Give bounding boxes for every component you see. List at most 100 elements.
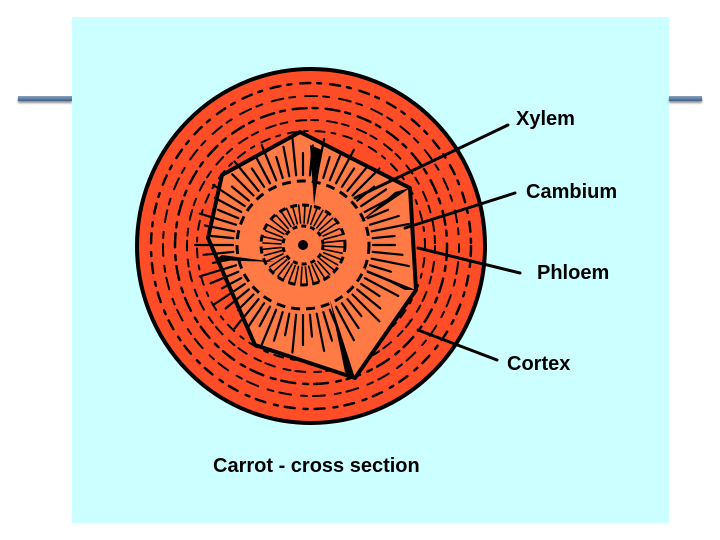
xylem-ray xyxy=(263,249,283,257)
vascular-ray xyxy=(328,151,343,182)
xylem-ray xyxy=(280,210,292,228)
xylem-ray xyxy=(313,209,324,227)
vascular-ray xyxy=(370,257,410,268)
label-phloem: Phloem xyxy=(537,262,610,284)
vascular-ray xyxy=(346,166,368,192)
vascular-ray xyxy=(360,188,388,208)
xylem-ray xyxy=(268,256,286,268)
diagram-caption: Carrot - cross section xyxy=(213,455,420,477)
vascular-ray xyxy=(198,264,238,278)
vascular-ray xyxy=(212,183,246,208)
vascular-ray xyxy=(236,293,255,312)
xylem-ray xyxy=(262,246,282,251)
vascular-ray xyxy=(346,298,363,318)
vascular-ray xyxy=(202,250,235,256)
xylem-ray xyxy=(271,219,287,232)
xylem-ray xyxy=(304,266,309,286)
xylem-ray xyxy=(293,265,300,285)
slide-rule-left xyxy=(18,96,72,101)
vascular-ray xyxy=(198,212,238,226)
xylem-ray xyxy=(265,253,284,263)
xylem-ray xyxy=(307,265,315,285)
xylem-ray xyxy=(267,224,285,235)
vascular-ray xyxy=(209,270,240,285)
vascular-ray xyxy=(363,276,400,297)
label-cambium: Cambium xyxy=(526,181,618,203)
vascular-ray xyxy=(370,222,410,233)
xylem-ray xyxy=(319,257,335,271)
vascular-ray xyxy=(220,276,243,290)
vascular-ray xyxy=(315,312,326,352)
xylem-ray xyxy=(323,233,343,241)
xylem-ray xyxy=(291,205,299,225)
vascular-ray xyxy=(351,167,381,197)
label-xylem: Xylem xyxy=(516,108,575,130)
vascular-ray xyxy=(216,208,240,220)
xylem-ray xyxy=(272,258,288,273)
vascular-ray xyxy=(308,313,314,338)
leader-line-cortex xyxy=(416,328,499,362)
xylem-ray xyxy=(318,217,334,231)
vascular-ray xyxy=(275,155,284,180)
xylem-ray xyxy=(277,261,291,277)
xylem-ray xyxy=(275,214,290,230)
leader-line-phloem xyxy=(416,246,522,275)
vascular-ray xyxy=(291,313,298,354)
vascular-ray xyxy=(360,282,381,298)
xylem-ray xyxy=(303,204,306,224)
vascular-ray xyxy=(340,302,360,330)
xylem-ray xyxy=(315,213,329,229)
vascular-ray xyxy=(351,293,381,323)
xylem-ray xyxy=(300,266,303,286)
vascular-ray xyxy=(368,214,400,226)
xylem-ray xyxy=(311,264,321,283)
xylem-ray xyxy=(282,263,293,281)
carrot-xylem-core xyxy=(235,179,371,311)
vascular-ray xyxy=(250,167,266,188)
vascular-ray xyxy=(230,185,250,202)
xylem-ray xyxy=(306,205,313,225)
xylem-ray xyxy=(316,260,331,276)
vascular-ray xyxy=(284,312,291,337)
xylem-ray xyxy=(324,239,344,244)
vascular-ray xyxy=(231,173,255,197)
xylem-ray xyxy=(323,248,343,254)
vascular-ray xyxy=(258,305,272,328)
leader-line-xylem xyxy=(353,123,510,200)
vascular-ray xyxy=(246,302,266,330)
xylem-ray xyxy=(322,252,342,261)
xylem-ray xyxy=(322,227,341,237)
vascular-ray xyxy=(210,234,235,240)
xylem-ray xyxy=(262,242,282,245)
vascular-ray xyxy=(368,264,393,273)
vascular-ray xyxy=(233,298,260,330)
xylem-ray xyxy=(264,230,284,238)
label-cortex: Cortex xyxy=(507,353,571,375)
vascular-ray xyxy=(254,155,272,185)
vascular-ray xyxy=(322,155,331,180)
vascular-ray xyxy=(203,224,236,233)
leader-lines xyxy=(353,123,522,362)
vascular-ray xyxy=(282,145,291,178)
xylem-ray xyxy=(320,222,338,234)
xylem-ray xyxy=(287,264,297,284)
vascular-ray xyxy=(233,160,260,192)
vascular-ray xyxy=(334,148,355,185)
xylem-ray xyxy=(263,236,283,242)
vascular-ray xyxy=(371,234,396,240)
xylem-ray xyxy=(314,262,326,280)
vascular-ray xyxy=(291,136,298,177)
vascular-ray xyxy=(322,310,334,342)
vascular-ray xyxy=(366,208,390,220)
xylem-ray xyxy=(309,206,319,226)
vascular-ray xyxy=(371,250,404,256)
vascular-ray xyxy=(212,282,246,307)
xylem-ray xyxy=(297,204,302,224)
xylem-ray xyxy=(324,245,344,248)
xylem-ray xyxy=(321,255,339,266)
vascular-ray xyxy=(260,308,278,346)
vascular-ray xyxy=(340,167,356,188)
vascular-ray xyxy=(213,196,243,214)
slide-rule-right xyxy=(669,96,702,101)
